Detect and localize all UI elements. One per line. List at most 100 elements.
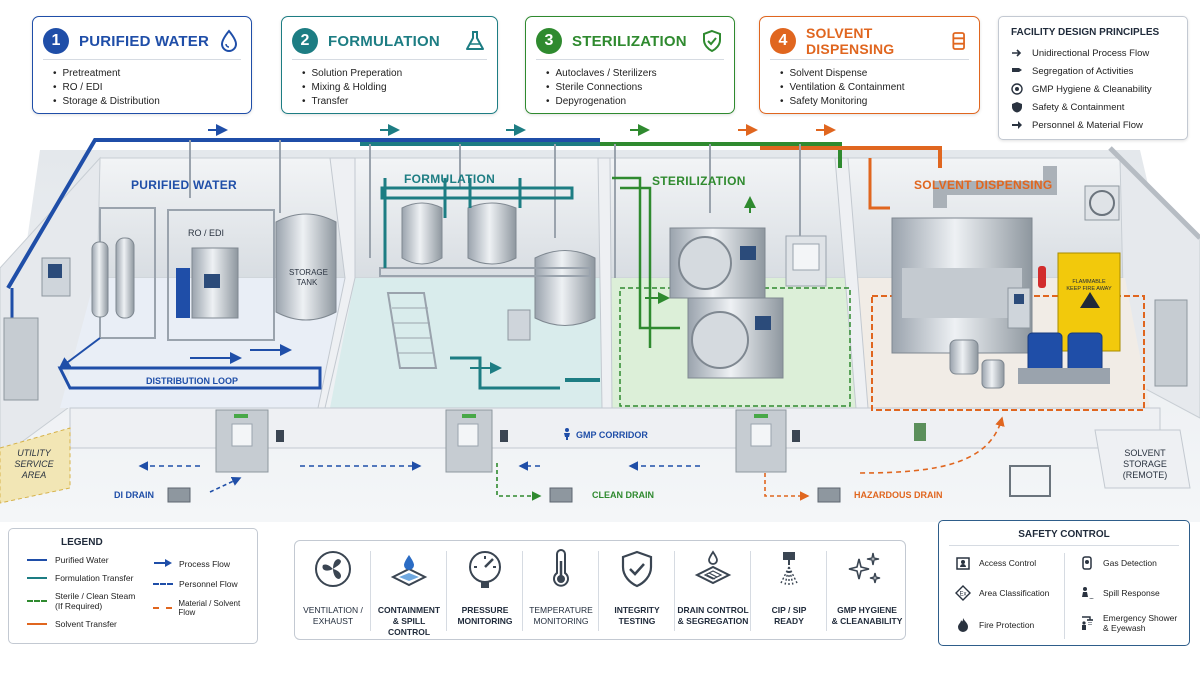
- shield-check-icon: [621, 550, 653, 588]
- stage-title: STERILIZATION: [572, 32, 687, 50]
- principle-label: Personnel & Material Flow: [1032, 119, 1143, 131]
- facility-illustration: [0, 124, 1200, 522]
- distribution-loop-label: DISTRIBUTION LOOP: [146, 376, 238, 386]
- access-control-icon: [956, 557, 970, 570]
- stage-items: Solution Preperation Mixing & Holding Tr…: [302, 67, 403, 109]
- flask-icon: [466, 31, 484, 50]
- feature-label: DRAIN CONTROL & SEGREGATION: [677, 605, 749, 626]
- stage-item: RO / EDI: [53, 81, 160, 95]
- legend-swatch: [27, 559, 47, 561]
- fire-icon: [958, 618, 968, 632]
- feature-label: CONTAINMENT & SPILL CONTROL: [377, 605, 441, 637]
- legend-swatch: [153, 583, 173, 585]
- stage-card-solvent-dispensing: 4 SOLVENT DISPENSING Solvent Dispense Ve…: [759, 16, 980, 114]
- legend-label: Material / Solvent Flow: [178, 599, 241, 617]
- feature-label: VENTILATION / EXHAUST: [303, 605, 363, 626]
- feature-label: PRESSURE MONITORING: [457, 605, 513, 626]
- stage-items: Pretreatment RO / EDI Storage & Distribu…: [53, 67, 160, 109]
- safety-item-spill-response: Spill Response: [1079, 585, 1160, 601]
- legend-label: Formulation Transfer: [55, 573, 134, 583]
- legend-swatch: [27, 623, 47, 625]
- person-icon: [562, 428, 572, 442]
- principles-title: FACILITY DESIGN PRINCIPLES: [1011, 27, 1160, 38]
- fan-icon: [315, 551, 351, 587]
- gmp-corridor-text: GMP CORRIDOR: [576, 430, 648, 440]
- hygiene-icon: [1011, 83, 1023, 95]
- principle-label: Safety & Containment: [1032, 101, 1125, 113]
- principle-item: GMP Hygiene & Cleanability: [1011, 83, 1152, 95]
- safety-label: Gas Detection: [1103, 558, 1157, 568]
- safety-control-panel: SAFETY CONTROL Access Control Gas Detect…: [938, 520, 1190, 646]
- safety-label: Spill Response: [1103, 588, 1160, 598]
- legend-swatch: [153, 607, 173, 609]
- feature-integrity: INTEGRITY TESTING: [599, 541, 675, 641]
- legend-label: Personnel Flow: [179, 579, 238, 589]
- safety-label: Access Control: [979, 558, 1037, 568]
- legend-label: Solvent Transfer: [55, 619, 117, 629]
- stage-item: Storage & Distribution: [53, 95, 160, 109]
- flammable-sign: FLAMMABLE KEEP FIRE AWAY: [1066, 279, 1112, 292]
- safety-item-emergency-shower: Emergency Shower & Eyewash: [1079, 613, 1177, 633]
- drain-icon: [694, 550, 732, 585]
- principle-item: Personnel & Material Flow: [1011, 119, 1143, 131]
- feature-label: GMP HYGIENE & CLEANABILITY: [831, 605, 903, 626]
- stage-items: Autoclaves / Sterilizers Sterile Connect…: [546, 67, 657, 109]
- stage-item: Safety Monitoring: [780, 95, 905, 109]
- sparkle-icon: [848, 552, 881, 584]
- feature-cip-sip: CIP / SIP READY: [751, 541, 827, 641]
- ro-edi-label: RO / EDI: [188, 228, 225, 238]
- safety-label: Fire Protection: [979, 620, 1035, 630]
- stage-item: Sterile Connections: [546, 81, 657, 95]
- principle-item: Safety & Containment: [1011, 101, 1124, 113]
- hazardous-drain-label: HAZARDOUS DRAIN: [854, 490, 943, 500]
- stage-item: Solvent Dispense: [780, 67, 905, 81]
- legend-label: Purified Water: [55, 555, 109, 565]
- stage-card-purified-water: 1 PURIFIED WATER Pretreatment RO / EDI S…: [32, 16, 252, 114]
- principle-label: Unidirectional Process Flow: [1032, 47, 1150, 59]
- stage-item: Mixing & Holding: [302, 81, 402, 95]
- water-drop-icon: [220, 29, 238, 52]
- arrow-right-icon: [1011, 119, 1023, 131]
- safety-label: Emergency Shower & Eyewash: [1103, 613, 1178, 633]
- process-flow-arrow-icon: [153, 559, 173, 569]
- legend-title: LEGEND: [61, 537, 103, 548]
- legend-item: Solvent Transfer: [27, 619, 117, 629]
- stage-number: 4: [770, 28, 796, 54]
- stage-card-formulation: 2 FORMULATION Solution Preperation Mixin…: [281, 16, 498, 114]
- safety-title: SAFETY CONTROL: [1018, 529, 1110, 540]
- ex-zone-icon: Ex: [955, 585, 971, 601]
- facility-scene: PURIFIED WATER FORMULATION STERILIZATION…: [0, 118, 1200, 522]
- facility-design-principles-panel: FACILITY DESIGN PRINCIPLES Unidirectiona…: [998, 16, 1188, 140]
- principle-label: Segregation of Activities: [1032, 65, 1134, 77]
- stage-number: 2: [292, 28, 318, 54]
- spill-tray-icon: [390, 555, 428, 587]
- stage-title: PURIFIED WATER: [79, 32, 210, 50]
- feature-ventilation: VENTILATION / EXHAUST: [295, 541, 371, 641]
- svg-text:Ex: Ex: [959, 592, 966, 598]
- features-strip: VENTILATION / EXHAUST CONTAINMENT & SPIL…: [294, 540, 906, 640]
- stage-item: Ventilation & Containment: [780, 81, 905, 95]
- principle-item: Segregation of Activities: [1011, 65, 1133, 77]
- legend-item: Formulation Transfer: [27, 573, 133, 583]
- legend-swatch: [27, 577, 47, 579]
- stage-card-sterilization: 3 STERILIZATION Autoclaves / Sterilizers…: [525, 16, 735, 114]
- gas-detector-icon: [1082, 556, 1092, 570]
- legend-item: Process Flow: [153, 559, 230, 569]
- feature-pressure: PRESSURE MONITORING: [447, 541, 523, 641]
- clean-drain-label: CLEAN DRAIN: [592, 490, 654, 500]
- safety-item-access-control: Access Control: [955, 555, 1036, 571]
- feature-label: CIP / SIP READY: [771, 605, 807, 626]
- legend-label: Sterile / Clean Steam (If Required): [55, 591, 136, 611]
- stage-title: SOLVENT DISPENSING: [806, 25, 895, 57]
- safety-item-fire-protection: Fire Protection: [955, 617, 1034, 633]
- legend-label: Process Flow: [179, 559, 231, 569]
- zone-label-formulation: FORMULATION: [404, 172, 496, 186]
- arrow-right-icon: [1011, 47, 1023, 59]
- safety-item-area-classification: Ex Area Classification: [955, 585, 1049, 601]
- barrel-icon: [952, 32, 965, 50]
- segregation-icon: [1011, 65, 1023, 77]
- zone-label-purified-water: PURIFIED WATER: [131, 178, 237, 192]
- safety-item-gas-detection: Gas Detection: [1079, 555, 1157, 571]
- gauge-icon: [469, 551, 501, 588]
- stage-item: Solution Preperation: [302, 67, 403, 81]
